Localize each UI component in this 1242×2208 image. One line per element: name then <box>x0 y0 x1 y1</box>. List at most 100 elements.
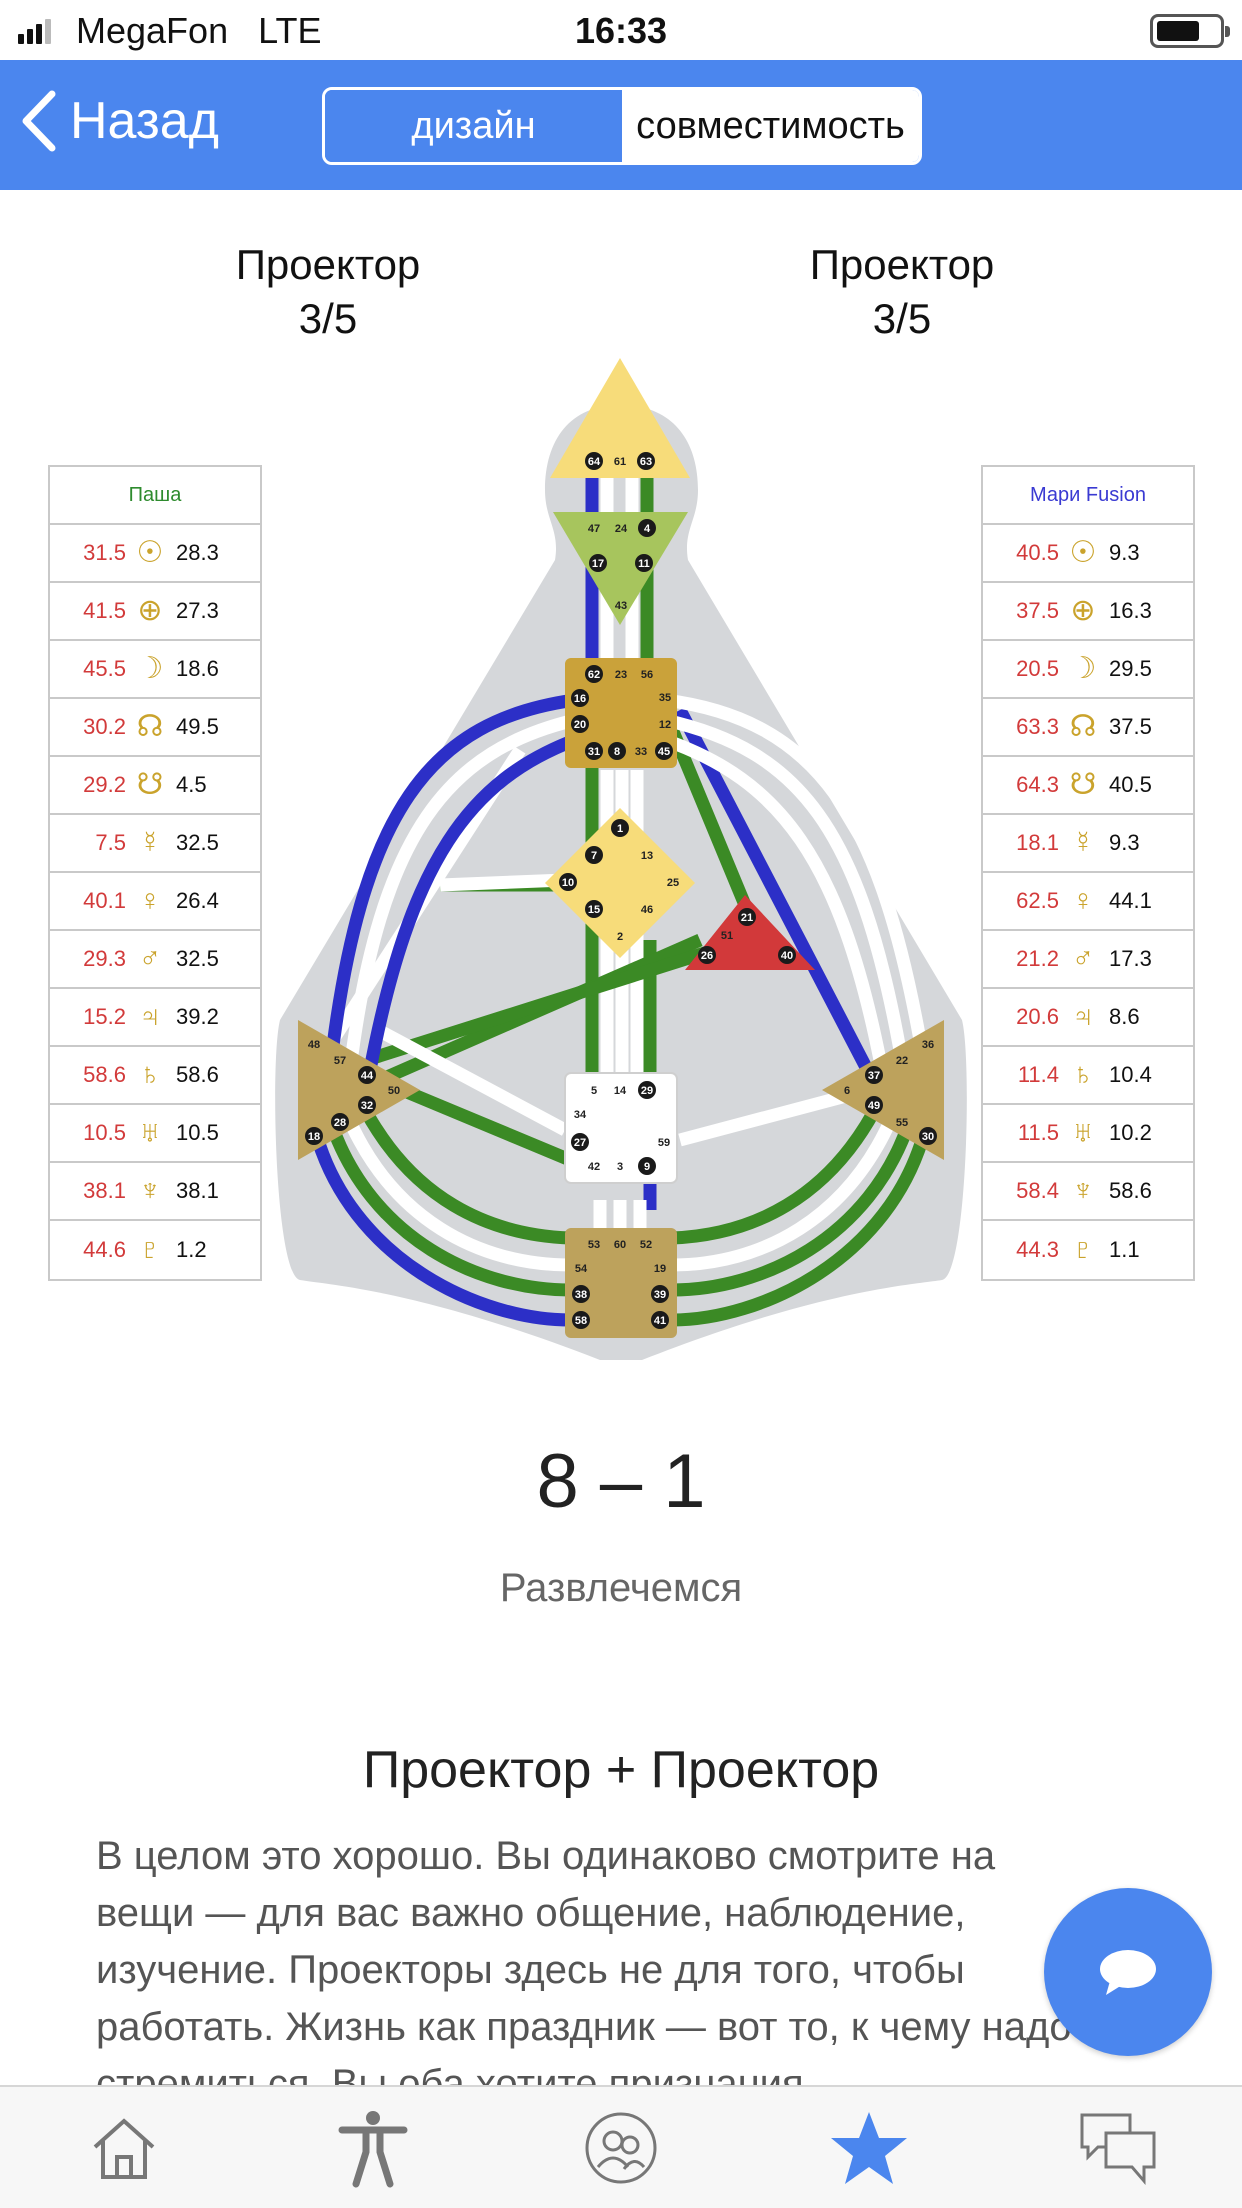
design-value: 30.2 <box>83 714 126 739</box>
planet-row: 44.3♇1.1 <box>983 1221 1193 1279</box>
design-value: 18.1 <box>1016 830 1059 855</box>
sacral-center <box>564 1072 678 1184</box>
network-label: LTE <box>258 10 322 51</box>
gate-number: 41 <box>654 1315 666 1327</box>
channel-arc <box>663 713 907 1052</box>
compatibility-score: 8 – 1 <box>536 1439 706 1524</box>
chat-button[interactable] <box>1044 1888 1212 2056</box>
gate-marker <box>358 1066 376 1084</box>
right-profile-label: 3/5 <box>872 295 932 342</box>
design-value: 44.3 <box>1016 1237 1059 1262</box>
gate-marker <box>635 554 653 572</box>
g-center <box>545 808 695 958</box>
gate-marker <box>778 946 796 964</box>
personality-value: 26.4 <box>176 888 219 913</box>
gate-number: 11 <box>638 558 650 570</box>
gate-number: 55 <box>896 1117 908 1129</box>
design-value: 40.5 <box>1016 540 1059 565</box>
personality-value: 58.6 <box>176 1062 219 1087</box>
venus-icon: ♀ <box>1071 884 1095 917</box>
mercury-icon: ☿ <box>138 826 162 859</box>
personality-value: 10.2 <box>1109 1120 1152 1145</box>
gate-number: 35 <box>659 692 671 704</box>
left-person-name: Паша <box>50 467 260 525</box>
jupiter-icon: ♃ <box>138 1000 162 1033</box>
pluto-icon: ♇ <box>138 1233 162 1266</box>
status-bar: MegaFon LTE 16:33 <box>0 0 1242 60</box>
gate-marker <box>589 554 607 572</box>
gate-number: 24 <box>615 523 628 535</box>
gate-number: 57 <box>334 1055 346 1067</box>
battery-icon <box>1150 14 1230 48</box>
left-profile-label: 3/5 <box>298 295 358 342</box>
pluto-icon: ♇ <box>1071 1233 1095 1266</box>
neptune-icon: ♆ <box>138 1174 162 1207</box>
personality-value: 10.5 <box>176 1120 219 1145</box>
channel-arc <box>354 1097 571 1245</box>
personality-value: 40.5 <box>1109 772 1152 797</box>
personality-value: 37.5 <box>1109 714 1152 739</box>
tab-favorites[interactable] <box>745 2087 993 2208</box>
gate-number: 29 <box>641 1085 653 1097</box>
tab-partners[interactable] <box>497 2087 745 2208</box>
tab-home[interactable] <box>0 2087 248 2208</box>
gate-number: 51 <box>721 930 733 942</box>
gate-marker <box>865 1096 883 1114</box>
tab-person[interactable] <box>248 2087 496 2208</box>
segment-design[interactable]: дизайн <box>325 90 622 162</box>
mode-segmented-control: дизайн совместимость <box>322 87 922 165</box>
gate-number: 36 <box>922 1039 934 1051</box>
gate-number: 4 <box>644 523 651 535</box>
channel-arc <box>662 733 887 1062</box>
earth-icon: ⊕ <box>1070 594 1096 627</box>
gate-number: 64 <box>588 456 601 468</box>
gate-number: 45 <box>658 746 670 758</box>
gate-number: 8 <box>614 746 620 758</box>
planet-row: 40.1♀26.4 <box>50 873 260 931</box>
personality-value: 44.1 <box>1109 888 1152 913</box>
saturn-icon: ♄ <box>1071 1058 1095 1091</box>
combination-title: Проектор + Проектор <box>362 1741 880 1799</box>
channel-arc <box>323 1117 571 1297</box>
gate-number: 27 <box>574 1137 586 1149</box>
gate-number: 33 <box>635 746 647 758</box>
design-value: 29.2 <box>83 772 126 797</box>
gate-number: 3 <box>617 1161 623 1173</box>
design-value: 15.2 <box>83 1004 126 1029</box>
gate-number: 49 <box>868 1100 880 1112</box>
gate-number: 38 <box>575 1289 587 1301</box>
personality-value: 4.5 <box>176 772 207 797</box>
gate-number: 59 <box>658 1137 670 1149</box>
planet-row: 30.2☊49.5 <box>50 699 260 757</box>
gate-number: 52 <box>640 1239 652 1251</box>
segment-compatibility[interactable]: совместимость <box>622 90 919 162</box>
design-value: 21.2 <box>1016 946 1059 971</box>
gate-number: 47 <box>588 523 600 535</box>
planet-row: 15.2 ♃ 39.2 <box>50 989 260 1047</box>
tab-messages[interactable] <box>994 2087 1242 2208</box>
personality-value: 8.6 <box>1109 1004 1140 1029</box>
design-value: 58.6 <box>83 1062 126 1087</box>
design-value: 7.5 <box>95 830 126 855</box>
personality-value: 58.6 <box>1109 1178 1152 1203</box>
mercury-icon: ☿ <box>1071 826 1095 859</box>
gate-number: 18 <box>308 1131 320 1143</box>
clock: 16:33 <box>574 10 668 51</box>
gate-marker <box>651 1285 669 1303</box>
planet-row: 29.3♂32.5 <box>50 931 260 989</box>
channel-arc <box>671 1128 932 1327</box>
nav-bar: Назад дизайн совместимость <box>0 60 1242 190</box>
planet-row: 44.6♇1.2 <box>50 1221 260 1279</box>
sun-icon: ☉ <box>136 536 164 569</box>
saturn-icon: ♄ <box>138 1058 162 1091</box>
channel-line <box>678 1088 852 1147</box>
channel-line <box>374 1024 569 1136</box>
sun-icon: ☉ <box>1069 536 1097 569</box>
gate-number: 37 <box>868 1070 880 1082</box>
gate-number: 56 <box>641 669 653 681</box>
back-button[interactable]: Назад <box>20 90 219 152</box>
personality-value: 39.2 <box>176 1004 219 1029</box>
gate-number: 10 <box>562 877 574 889</box>
gate-number: 32 <box>361 1100 373 1112</box>
gate-number: 15 <box>588 904 600 916</box>
